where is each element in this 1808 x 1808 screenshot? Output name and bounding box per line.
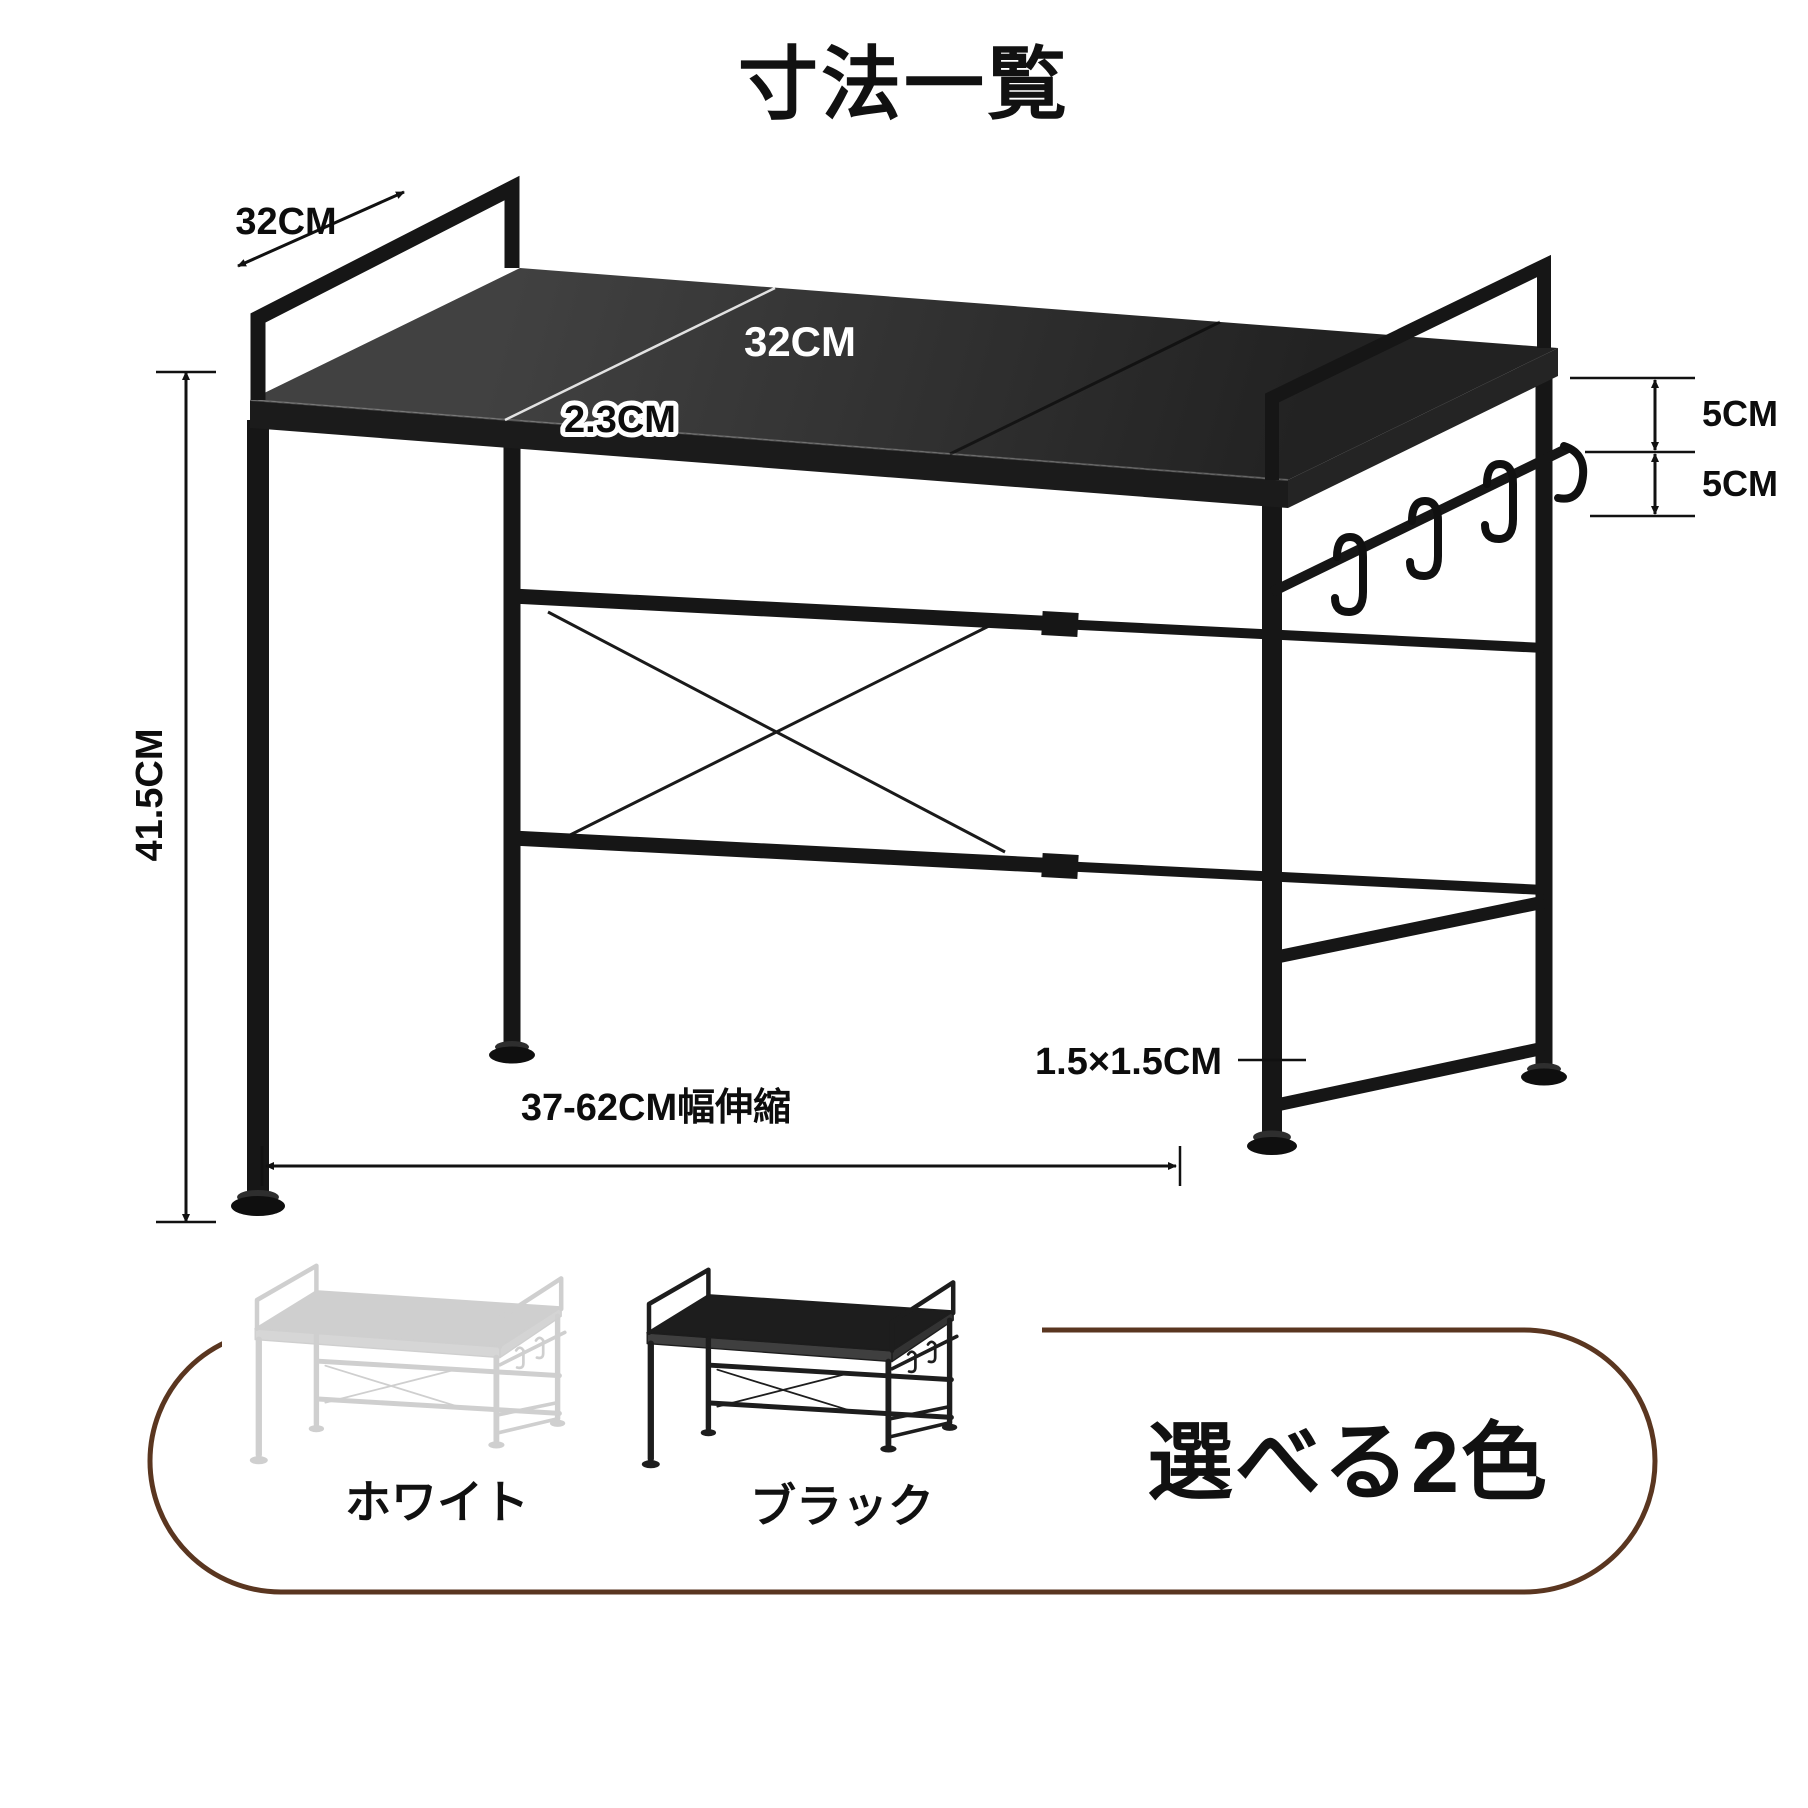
tube-size-label: 1.5×1.5CM bbox=[1035, 1041, 1222, 1083]
cross-wires bbox=[547, 610, 1006, 854]
black-rack-backdrop bbox=[612, 1236, 1042, 1482]
s-hook-2 bbox=[1406, 496, 1442, 581]
end-hook bbox=[1554, 442, 1588, 503]
shelf-board bbox=[249, 268, 1558, 508]
width-range-label: 37-62CM幅伸縮 bbox=[521, 1087, 791, 1129]
page-title: 寸法一覧 bbox=[738, 40, 1070, 129]
thickness-label: 2.3CM bbox=[564, 399, 676, 441]
hook-gap-bottom-label: 5CM bbox=[1702, 463, 1778, 504]
board-width-label: 32CM bbox=[744, 318, 856, 365]
main-rack-illustration bbox=[231, 175, 1588, 1216]
depth-dimension-label: 32CM bbox=[235, 201, 336, 243]
right-fence bbox=[1265, 254, 1551, 480]
height-dimension-label: 41.5CM bbox=[129, 728, 171, 861]
s-hook-3 bbox=[1481, 459, 1517, 544]
white-variant-label: ホワイト bbox=[345, 1476, 529, 1528]
white-rack-backdrop bbox=[222, 1232, 652, 1482]
shelf-seam-extension bbox=[949, 320, 1221, 456]
hook-bar bbox=[1269, 442, 1588, 617]
adjustable-feet bbox=[231, 1041, 1567, 1216]
two-colors-caption: 選べる2色 bbox=[1147, 1415, 1549, 1511]
shelf-seam-left bbox=[504, 286, 776, 422]
right-side-rails bbox=[1270, 895, 1546, 1113]
s-hook-1 bbox=[1331, 532, 1367, 617]
black-variant-label: ブラック bbox=[750, 1480, 934, 1532]
hook-gap-top-label: 5CM bbox=[1702, 393, 1778, 434]
depth-dimension-line bbox=[237, 190, 405, 268]
color-variants-section: ホワイト ブラック 選べる2色 bbox=[147, 1232, 1658, 1595]
telescoping-crossbars bbox=[511, 588, 1545, 895]
dimension-annotations: 32CM 32CM 2.3CM 41.5CM 5CM 5CM 1.5×1.5CM bbox=[129, 190, 1778, 1224]
